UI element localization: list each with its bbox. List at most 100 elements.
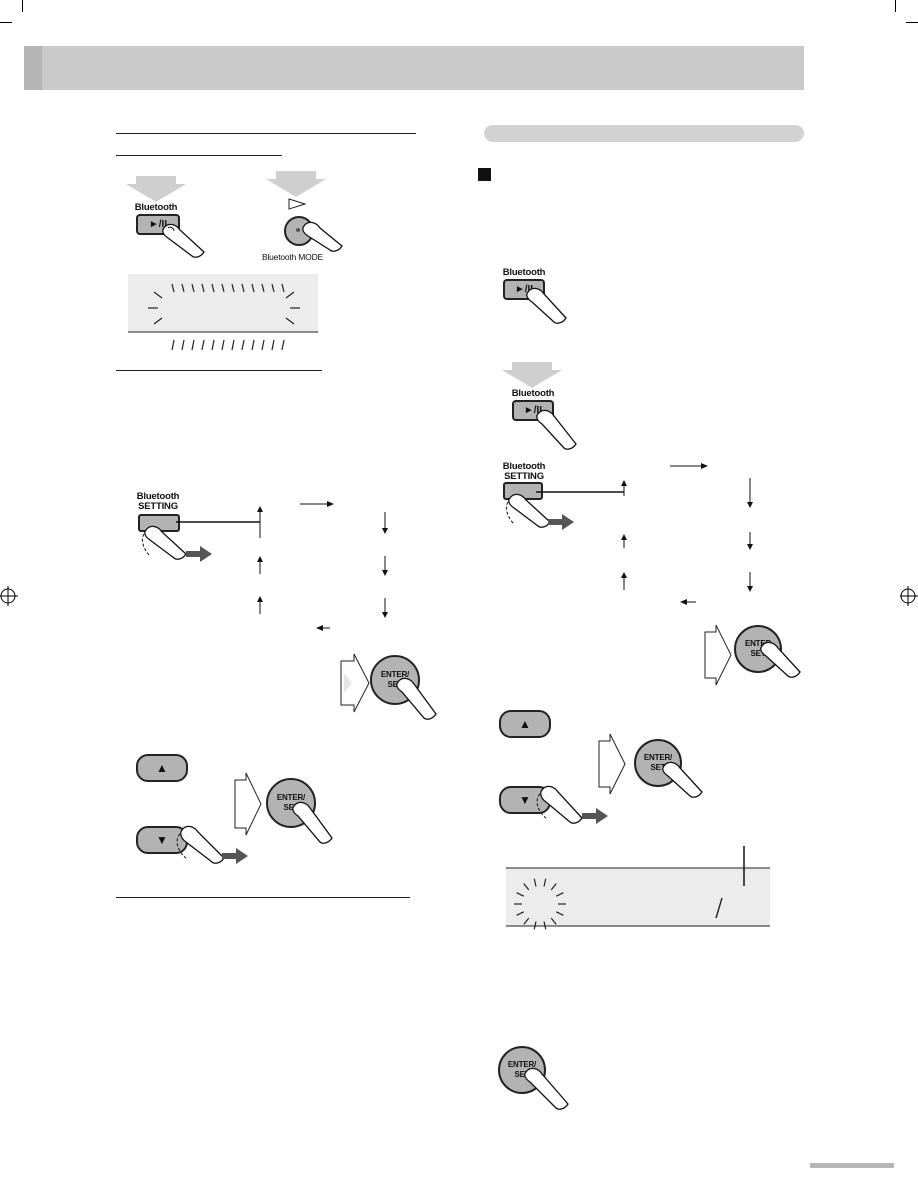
flash-ray (281, 339, 285, 351)
flash-ray (271, 283, 275, 293)
up-button[interactable]: ▲ (136, 754, 188, 782)
finger-icon (302, 221, 343, 252)
press-arrow-icon (502, 362, 562, 388)
flash-ray (261, 283, 265, 293)
setting-cycle-diagram (536, 463, 753, 605)
finger-icon (526, 287, 567, 324)
play-pause-icon: ►/II (514, 284, 534, 295)
page-footer-bar (810, 1163, 894, 1168)
enter-label: ENTER (744, 639, 772, 648)
flash-ray (523, 883, 530, 891)
flash-ray (523, 917, 530, 925)
flash-ray (251, 283, 255, 293)
crop-mark (22, 0, 23, 12)
flash-ray (231, 339, 235, 351)
set-label: SET (514, 1070, 530, 1079)
flash-ray (221, 339, 225, 351)
flash-ray (555, 911, 564, 916)
finger-icon (176, 825, 225, 864)
enter-label: ENTER/ (276, 793, 306, 802)
setting-label: Bluetooth SETTING (130, 492, 186, 512)
bluetooth-label: Bluetooth (511, 388, 555, 399)
play-pause-icon: ►/II (148, 219, 168, 230)
outline-arrow-icon (598, 733, 626, 795)
flash-ray (271, 339, 275, 351)
section-pill-bar (484, 125, 804, 142)
setting-label: Bluetooth SETTING (496, 462, 552, 482)
crop-mark (906, 22, 918, 23)
enter-set-button[interactable]: ENTER SET (734, 625, 782, 673)
flash-ray (550, 917, 557, 925)
setting-label-line2: SETTING (504, 471, 544, 482)
play-pause-icon: ►/II (523, 405, 543, 416)
finger-icon (760, 641, 801, 678)
flash-ray (191, 339, 195, 351)
flashing-display (506, 846, 770, 930)
enter-label: ENTER/ (380, 670, 410, 679)
flash-ray (543, 878, 547, 887)
up-button[interactable]: ▲ (499, 710, 551, 738)
flash-ray (555, 892, 564, 897)
flash-ray (285, 317, 295, 325)
flash-ray (221, 283, 225, 293)
press-arrow-icon (266, 171, 326, 197)
enter-label: ENTER/ (507, 1060, 537, 1069)
heading-rule (116, 370, 322, 371)
flash-ray (171, 283, 175, 293)
section-header-notch (24, 46, 42, 90)
section-header-bar (24, 46, 804, 90)
enter-set-button[interactable]: ENTER/ SET (266, 778, 316, 828)
press-arrow-icon (126, 176, 186, 202)
finger-icon (536, 785, 583, 824)
outline-arrow-icon (340, 653, 370, 713)
crop-mark (895, 0, 896, 12)
flash-ray (516, 892, 525, 897)
up-arrow-icon: ▲ (156, 761, 168, 775)
flash-ray (550, 883, 557, 891)
finger-icon (536, 409, 577, 450)
hold-arrow-icon (222, 848, 248, 864)
flash-ray (281, 283, 285, 293)
finger-icon (396, 677, 437, 720)
bluetooth-label: Bluetooth (134, 202, 178, 213)
flash-ray (533, 878, 537, 887)
flash-ray (211, 339, 215, 351)
registration-mark-icon (900, 586, 918, 606)
flash-ray (285, 291, 295, 299)
outline-arrow-icon (704, 624, 732, 686)
section-bullet-icon (478, 168, 491, 181)
down-arrow-icon: ▼ (519, 793, 531, 807)
flash-ray (201, 339, 205, 351)
hold-arrow-icon (548, 514, 574, 530)
flash-ray (261, 339, 265, 351)
flash-ray (533, 921, 537, 930)
flash-ray (241, 283, 245, 293)
heading-rule (116, 133, 416, 134)
finger-icon (662, 761, 703, 798)
play-outline-icon (288, 198, 306, 210)
flash-ray (543, 921, 547, 930)
set-label: SET (283, 803, 299, 812)
flash-ray (516, 911, 525, 916)
heading-rule (116, 897, 410, 898)
flash-ray (201, 283, 205, 293)
bluetooth-label: Bluetooth (502, 267, 546, 278)
finger-icon (505, 493, 551, 528)
crop-mark (0, 22, 12, 23)
flash-ray (153, 291, 163, 299)
set-label: SET (750, 649, 766, 658)
setting-cycle-diagram (176, 501, 388, 631)
set-label: SET (650, 763, 666, 772)
flash-ray (241, 339, 245, 351)
enter-label: ENTER/ (643, 753, 673, 762)
heading-rule (116, 155, 282, 156)
finger-icon (141, 525, 187, 560)
setting-label-line1: Bluetooth (502, 461, 546, 472)
finger-icon (292, 801, 333, 844)
flash-ray (171, 339, 175, 351)
flash-ray (181, 283, 185, 293)
outline-arrow-icon (234, 772, 262, 836)
flash-ray (191, 283, 195, 293)
up-arrow-icon: ▲ (519, 717, 531, 731)
setting-label-line2: SETTING (138, 501, 178, 512)
